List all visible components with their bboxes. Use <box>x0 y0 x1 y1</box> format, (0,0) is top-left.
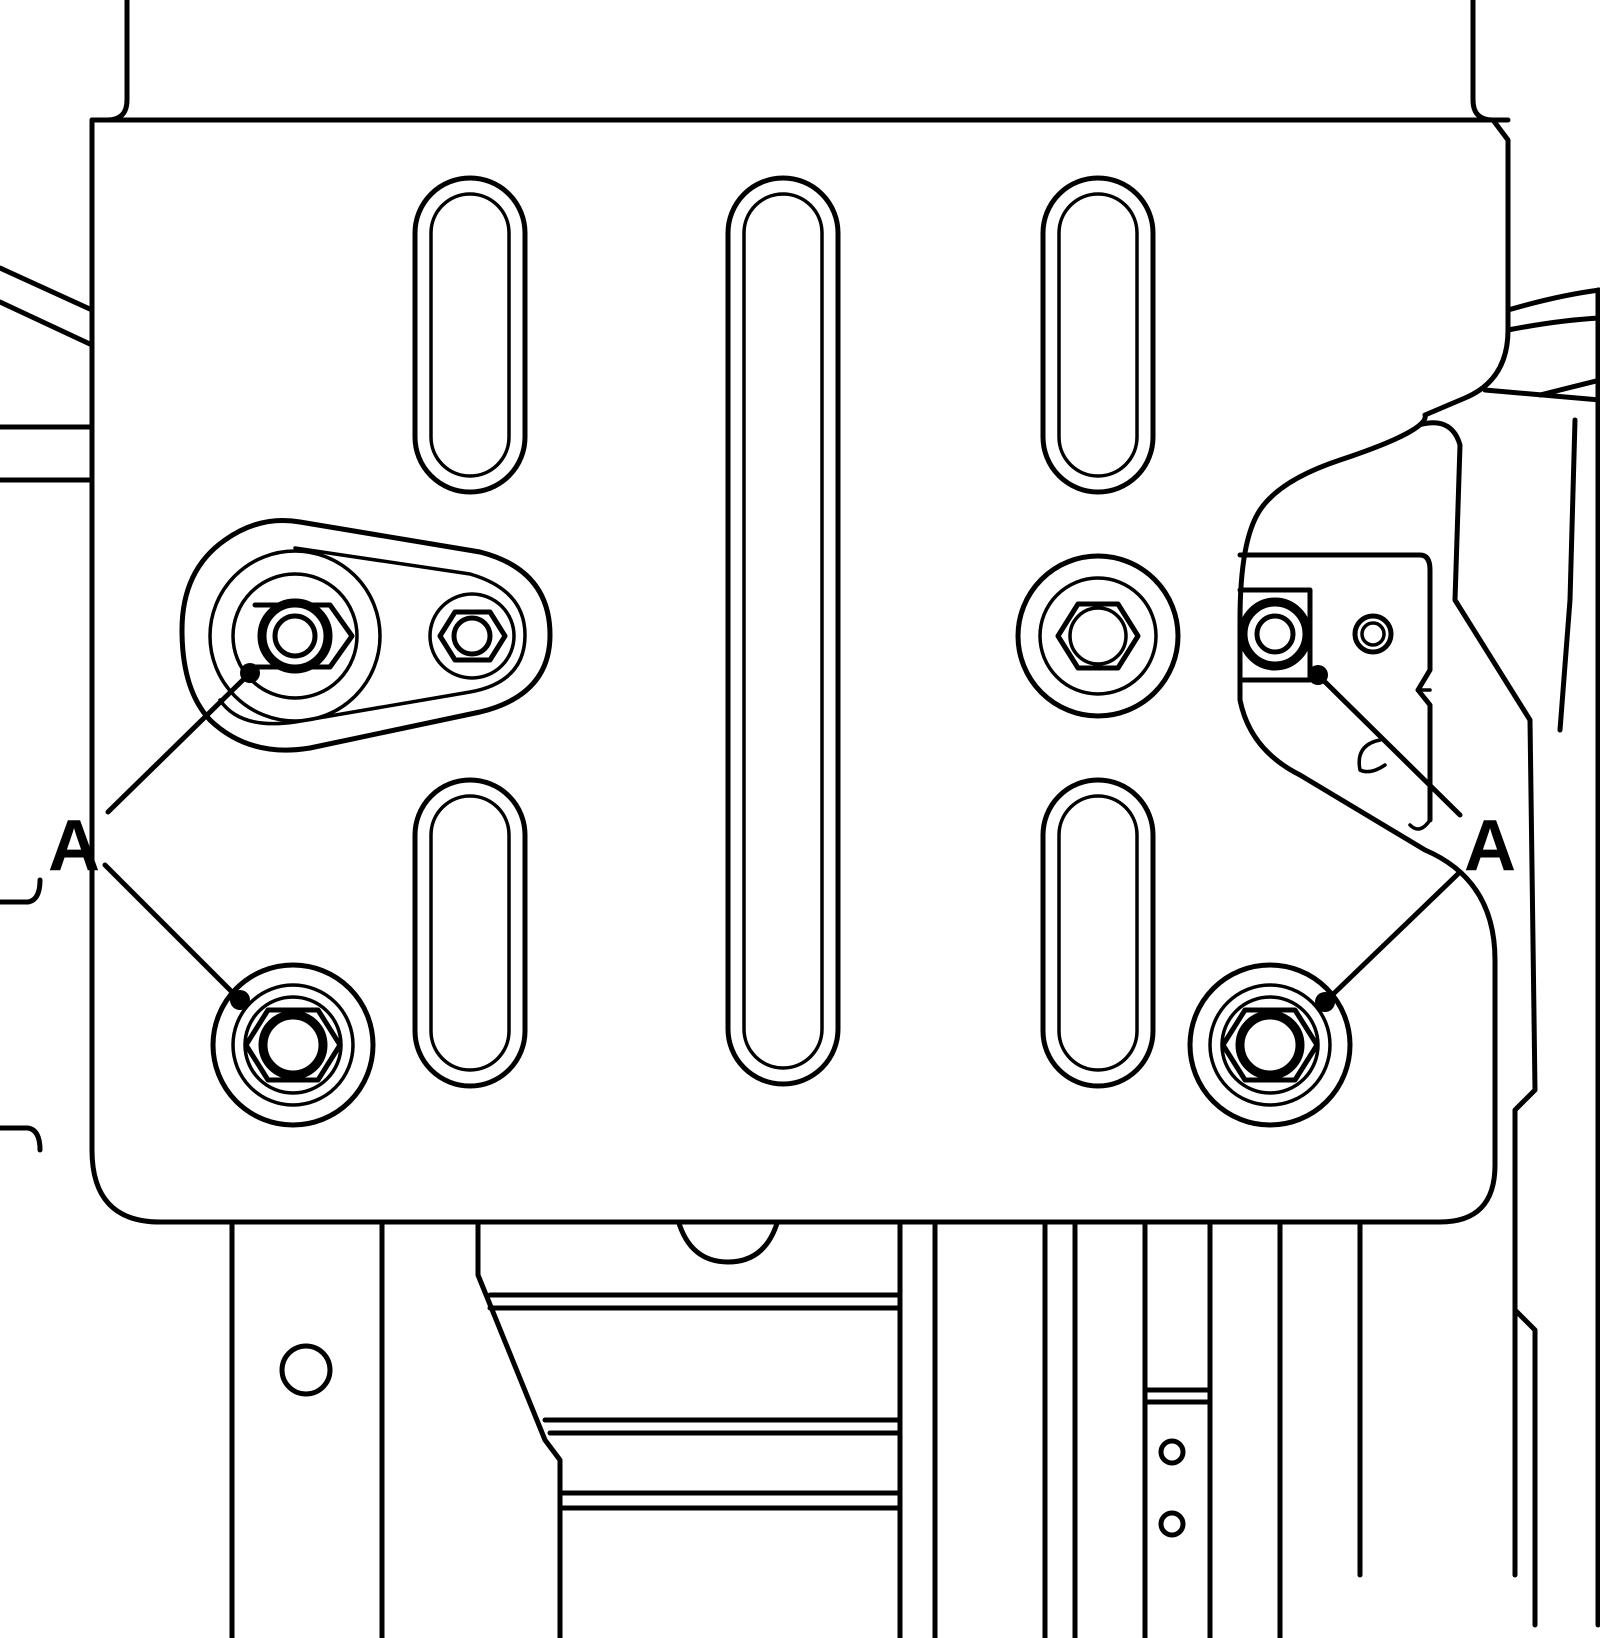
right-center-bolt-assembly <box>1015 553 1181 719</box>
bolt-left-lower <box>258 1010 328 1080</box>
slot-lower-right <box>1040 777 1156 1089</box>
leader-left-upper <box>105 670 253 815</box>
callout-label-left: A <box>48 806 100 886</box>
leader-right-lower <box>1322 869 1463 1005</box>
bolt-right-lower <box>1235 1010 1305 1080</box>
bolt-right-upper <box>1238 597 1312 671</box>
slot-center <box>725 175 841 1087</box>
lower-frame <box>229 1217 1518 1638</box>
left-bracket <box>179 517 553 753</box>
slot-upper-left <box>412 175 528 495</box>
bolt-left-upper <box>257 598 333 674</box>
right-lower-bolt-assembly <box>1187 962 1353 1128</box>
slot-lower-left <box>412 777 528 1089</box>
leader-right-upper <box>1315 672 1463 818</box>
plate-slots <box>412 175 1156 1089</box>
leader-left-lower <box>102 862 243 1003</box>
left-lower-bolt-assembly <box>210 962 376 1128</box>
callout-label-right: A <box>1464 806 1516 886</box>
slot-upper-right <box>1040 175 1156 495</box>
right-bracket <box>1237 552 1433 831</box>
callout-leaders <box>102 663 1463 1012</box>
